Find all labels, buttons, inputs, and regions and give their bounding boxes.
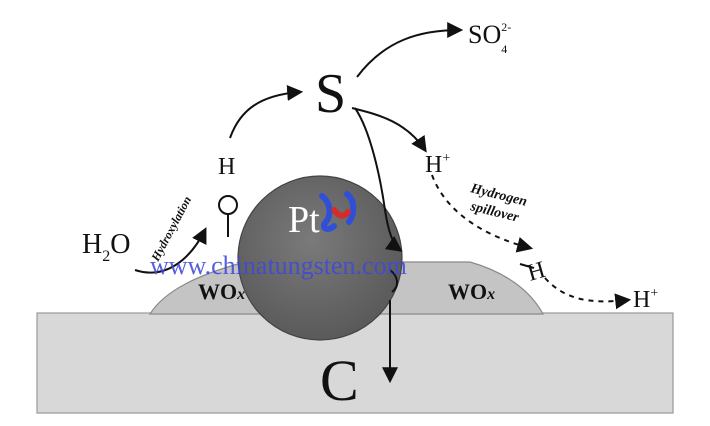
wox-left-label: WOx xyxy=(198,279,245,304)
h-right-label: H xyxy=(524,257,548,287)
pt-label: Pt xyxy=(288,199,320,241)
arrow-h-to-h-plus xyxy=(544,277,632,310)
watermark-text: www.chinatungsten.com xyxy=(150,251,407,280)
arrow-h-to-s xyxy=(229,84,304,139)
arrow-s-into-pt xyxy=(354,107,403,252)
arrow-hydrogen-spillover xyxy=(431,174,534,253)
arrow-s-to-h-plus xyxy=(351,107,427,153)
so4-label: SO42- xyxy=(468,20,511,56)
arrow-s-to-so4 xyxy=(356,22,464,78)
h2o-label: H2O xyxy=(82,229,130,265)
h-plus-right-label: H+ xyxy=(633,286,658,313)
h-bond-right xyxy=(519,263,535,269)
s-label: S xyxy=(315,63,346,125)
wox-right-label: WOx xyxy=(448,279,495,304)
pt-particle xyxy=(237,175,403,341)
h-plus-mid-label: H+ xyxy=(425,151,450,178)
arrow-h2o-hydroxylation xyxy=(134,227,207,274)
h-left-label: H xyxy=(218,154,235,180)
pt-inner-curve xyxy=(389,269,398,293)
oxygen-ring xyxy=(218,195,238,215)
c-label: C xyxy=(320,348,359,413)
logo-mark xyxy=(319,191,357,232)
